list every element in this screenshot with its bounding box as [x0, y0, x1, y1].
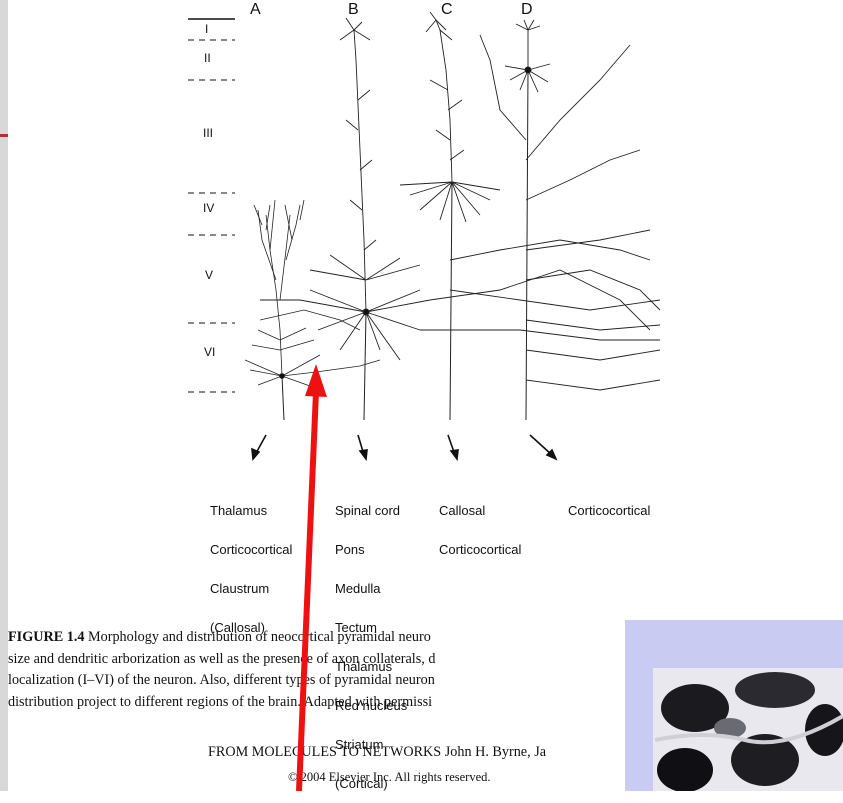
annotation-arrow: [0, 0, 843, 791]
